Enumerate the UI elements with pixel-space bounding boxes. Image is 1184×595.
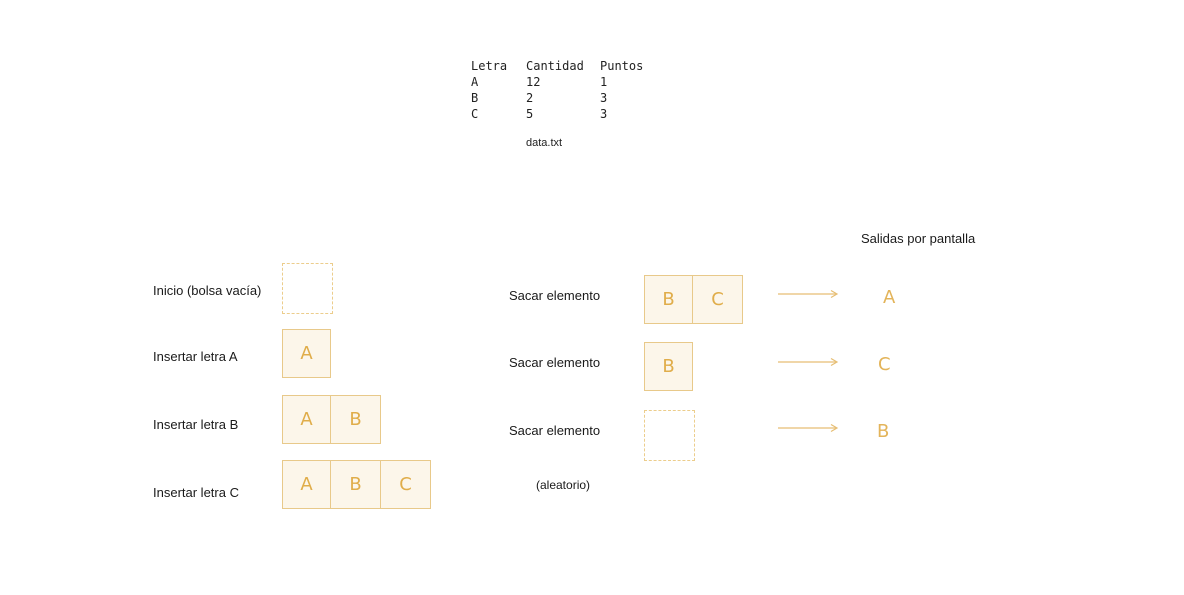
bag-cell: B — [644, 275, 693, 324]
bag-cell: A — [282, 329, 331, 378]
table-cell: 5 — [526, 107, 534, 121]
arrow-right-icon — [778, 423, 839, 433]
insert-step-label: Insertar letra A — [153, 349, 238, 364]
bag-cell: B — [644, 342, 693, 391]
arrow-right-icon — [778, 357, 839, 367]
table-row: B 2 3 — [471, 90, 660, 106]
bag-cell: A — [282, 395, 331, 444]
table-caption: data.txt — [526, 137, 563, 149]
table-row: A 12 1 — [471, 74, 660, 90]
table-cell: A — [471, 75, 479, 89]
bag: A B — [282, 395, 381, 444]
remove-step-label: Sacar elemento — [509, 355, 601, 370]
output-letter: C — [878, 354, 891, 375]
arrow-right-icon — [778, 289, 839, 299]
insert-step-label: Insertar letra C — [153, 485, 239, 500]
table-header-puntos: Puntos — [600, 59, 644, 73]
output-header: Salidas por pantalla — [861, 231, 976, 246]
data-table: Letra Cantidad Puntos A 12 1 B 2 3 C 5 3 — [471, 58, 660, 122]
table-cell: C — [471, 107, 479, 121]
table-cell: 1 — [600, 75, 608, 89]
random-note: (aleatorio) — [536, 478, 591, 492]
table-header-cantidad: Cantidad — [526, 59, 584, 73]
table-cell: B — [471, 91, 479, 105]
bag: A — [282, 329, 331, 378]
empty-bag-slot — [282, 263, 333, 314]
insert-step-label: Insertar letra B — [153, 417, 239, 432]
bag-cell: A — [282, 460, 331, 509]
bag: B — [644, 342, 693, 391]
remove-step-label: Sacar elemento — [509, 423, 601, 438]
bag — [644, 410, 695, 461]
insert-step-label: Inicio (bolsa vacía) — [153, 283, 262, 298]
remove-step-label: Sacar elemento — [509, 288, 601, 303]
bag-cell: C — [381, 460, 431, 509]
bag: B C — [644, 275, 743, 324]
bag-cell: C — [693, 275, 743, 324]
table-cell: 3 — [600, 91, 608, 105]
table-cell: 2 — [526, 91, 534, 105]
bag-cell: B — [331, 460, 381, 509]
bag: A B C — [282, 460, 431, 509]
table-row: C 5 3 — [471, 106, 660, 122]
table-header-row: Letra Cantidad Puntos — [471, 58, 660, 74]
output-letter: A — [883, 287, 896, 308]
table-cell: 12 — [526, 75, 541, 89]
empty-bag-slot — [644, 410, 695, 461]
table-cell: 3 — [600, 107, 608, 121]
output-letter: B — [877, 421, 890, 442]
bag-cell: B — [331, 395, 381, 444]
bag — [282, 263, 333, 314]
table-header-letra: Letra — [471, 59, 508, 73]
